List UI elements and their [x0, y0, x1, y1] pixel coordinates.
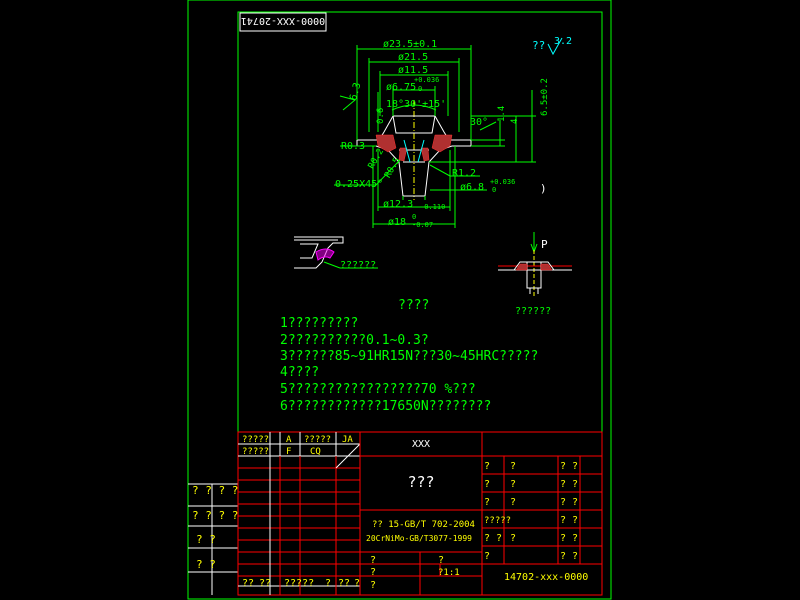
part-section-view: [356, 100, 472, 200]
right-q-13: ?: [510, 533, 516, 544]
drawing-number: 14702-xxx-0000: [504, 572, 588, 583]
right-q-11: ? ?: [560, 515, 578, 526]
right-q-4: ?: [484, 479, 490, 490]
rev-hdr2-3: CQ: [310, 447, 321, 457]
note-line-1: 1?????????: [280, 316, 358, 331]
force-label: P: [541, 238, 548, 251]
right-q-14: ? ?: [560, 533, 578, 544]
note-line-5: 5?????????????????70 %???: [280, 382, 476, 397]
center-q-3: ?: [370, 580, 376, 591]
note-line-4: 4????: [280, 365, 319, 380]
sheet-outer-frame: [187, 0, 612, 600]
dim-height-0-6: 0.6: [376, 108, 386, 124]
scale-value: ?1:1: [438, 568, 460, 578]
right-q-10: ?????: [484, 516, 511, 526]
dim-diameter-11-5: ø11.5: [398, 65, 428, 76]
roughness-symbol: [547, 37, 563, 56]
dim-diameter-21-5: ø21.5: [398, 52, 428, 63]
right-q-12: ? ?: [484, 533, 502, 544]
right-q-7: ?: [484, 497, 490, 508]
bottom-row-4: ?: [325, 578, 331, 589]
drawing-number-mirror: 0000-XXX-20741: [241, 15, 325, 26]
right-q-5: ?: [510, 479, 516, 490]
detail-left-label: ??????: [340, 260, 376, 271]
dim-height-4: 4: [510, 119, 520, 124]
dim-diameter-6-75-tol2: 0: [418, 85, 422, 93]
right-q-9: ? ?: [560, 497, 578, 508]
notes-title: ????: [398, 298, 429, 313]
roughness-general-value: 3.2: [554, 36, 572, 47]
left-strip-text-3: ? ?: [196, 533, 216, 546]
dim-diameter-18: ø18: [388, 217, 406, 228]
left-strip-text-4: ? ?: [196, 558, 216, 571]
dim-diameter-12-3-tol: -0.110: [420, 203, 445, 211]
dimension-lines: [334, 45, 536, 228]
bottom-row-2: ??: [259, 578, 271, 589]
detail-right-label: ??????: [515, 306, 551, 317]
right-q-2: ?: [510, 461, 516, 472]
dim-radius-1-2: R1.2: [452, 168, 476, 179]
dim-height-1-4: 1.4: [497, 106, 507, 122]
bottom-row-5: ??: [338, 578, 350, 589]
dim-diameter-6-8: ø6.8: [460, 182, 484, 193]
dim-diameter-6-8-tol2: 0: [492, 186, 496, 194]
rev-hdr-2: A: [286, 435, 292, 445]
dim-diameter-18-tol2: -0.07: [412, 221, 433, 229]
right-q-15: ?: [484, 551, 490, 562]
dim-diameter-18-tol: 0: [412, 213, 416, 221]
right-q-16: ? ?: [560, 551, 578, 562]
dim-radius-0-2: R0.2: [367, 147, 387, 171]
center-q-2: ?: [370, 567, 376, 578]
left-binding-strip: [188, 483, 238, 595]
note-line-2: 2??????????0.1~0.3?: [280, 333, 429, 348]
right-q-6: ? ?: [560, 479, 578, 490]
dim-height-6-5: 6.5±0.2: [540, 78, 550, 116]
material-spec-1: ?? 15-GB/T 702-2004: [372, 520, 475, 530]
dim-chamfer: 0.25X45°: [335, 179, 383, 190]
rev-hdr-4: JA: [342, 435, 353, 445]
bottom-row-3: ?????: [284, 578, 314, 589]
dim-diameter-6-8-tol: +0.036: [490, 178, 515, 186]
closing-paren: ): [540, 182, 547, 195]
roughness-local-symbol: [339, 95, 357, 111]
dim-cone-angle: 18°30'±15': [386, 99, 446, 110]
bottom-row-6: ?: [354, 578, 360, 589]
part-name: ???: [407, 473, 434, 491]
left-strip-text-1: ? ? ? ?: [192, 484, 238, 497]
rev-hdr-3: ?????: [304, 435, 331, 445]
note-line-6: 6????????????17650N????????: [280, 399, 491, 414]
rev-hdr2-2: F: [286, 447, 291, 457]
rev-hdr-1: ?????: [242, 435, 269, 445]
drawing-number-box: [239, 12, 327, 32]
dim-outer-diameter: ø23.5±0.1: [383, 39, 437, 50]
title-block-grid: [237, 431, 603, 596]
right-q-8: ?: [510, 497, 516, 508]
rev-hdr2-1: ?????: [242, 447, 269, 457]
roughness-general-label: ??: [532, 39, 545, 52]
right-q-3: ? ?: [560, 461, 578, 472]
note-line-3: 3??????85~91HR15N???30~45HRC?????: [280, 349, 538, 364]
dim-radius-0-3: R0.3: [341, 141, 365, 152]
left-strip-text-2: ? ? ? ?: [192, 509, 238, 522]
right-q-1: ?: [484, 461, 490, 472]
bottom-row-1: ??: [242, 578, 254, 589]
dim-angle-30: 30°: [470, 117, 488, 128]
dim-diameter-6-75: ø6.75: [386, 82, 416, 93]
detail-view-right: [498, 232, 572, 296]
center-q-1: ?: [370, 555, 376, 566]
center-q-4: ?: [438, 555, 444, 566]
dim-diameter-12-3: ø12.3: [383, 199, 413, 210]
material-spec-2: 20CrNiMo-GB/T3077-1999: [366, 534, 472, 543]
roughness-local-value: 6.3: [348, 82, 363, 102]
dim-diameter-6-75-tol: +0.036: [414, 76, 439, 84]
company-name: XXX: [412, 439, 430, 450]
detail-view-left: [294, 236, 378, 269]
